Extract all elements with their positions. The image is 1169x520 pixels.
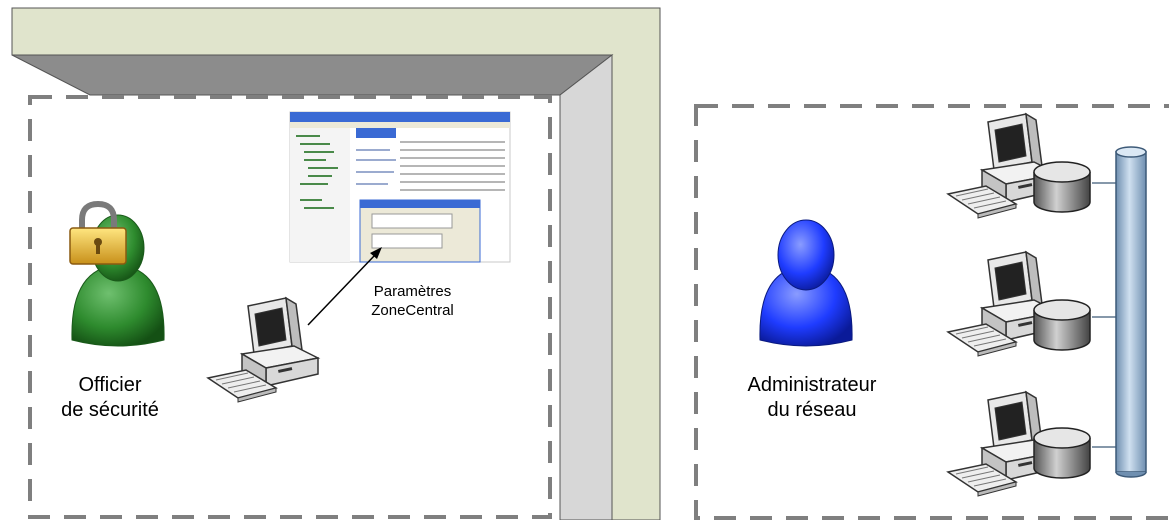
wall xyxy=(11,7,661,520)
settings-label: Paramètres ZoneCentral xyxy=(340,283,485,321)
network-zone xyxy=(694,104,1169,520)
settings-label-line1: Paramètres xyxy=(373,283,452,300)
admin-person-icon xyxy=(759,219,853,347)
network-bus-icon xyxy=(1092,146,1147,478)
officer-label-line2: de sécurité xyxy=(61,399,159,421)
admin-label-line2: du réseau xyxy=(767,399,857,421)
officer-label: Officier de sécurité xyxy=(30,373,190,423)
padlock-icon xyxy=(69,200,127,265)
admin-label: Administrateur du réseau xyxy=(712,373,912,423)
admin-label-line1: Administrateur xyxy=(747,374,877,396)
settings-screenshot xyxy=(289,111,511,263)
settings-label-line2: ZoneCentral xyxy=(371,301,454,319)
settings-arrow xyxy=(307,247,382,326)
officer-label-line1: Officier xyxy=(78,374,142,396)
security-zone xyxy=(28,95,552,519)
server-icon xyxy=(947,113,1091,219)
officer-computer-icon xyxy=(207,297,319,403)
server-icon xyxy=(947,251,1091,357)
server-icon xyxy=(947,391,1091,497)
